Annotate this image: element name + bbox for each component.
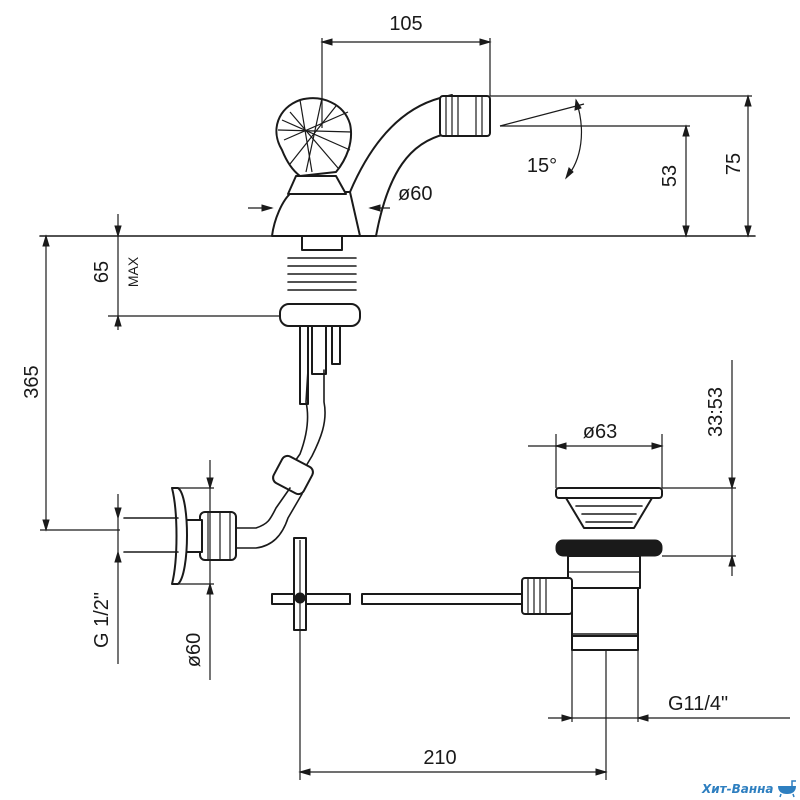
dim-deck-thickness: 65 bbox=[91, 261, 113, 283]
supply-hose bbox=[221, 369, 326, 549]
dim-waste-diameter: ø63 bbox=[583, 421, 617, 443]
dim-waste-thread: G11/4" bbox=[668, 693, 728, 715]
handle-knob bbox=[275, 97, 353, 195]
mixer-body bbox=[271, 94, 491, 237]
dim-deck-max: MAX bbox=[125, 256, 141, 287]
dim-spout-height: 53 bbox=[659, 165, 681, 187]
dim-supply-escutcheon: ø60 bbox=[183, 633, 205, 667]
dim-total-height: 75 bbox=[723, 153, 745, 175]
dimension-lines bbox=[40, 38, 790, 780]
dim-supply-thread: G 1/2" bbox=[91, 592, 113, 648]
bathtub-icon bbox=[778, 780, 796, 798]
dim-waste-range: 33:53 bbox=[705, 387, 727, 437]
wall-connection bbox=[123, 487, 237, 585]
dim-rod-length: 210 bbox=[423, 747, 456, 769]
popup-rod bbox=[271, 537, 523, 631]
dim-spray-angle: 15° bbox=[527, 155, 557, 177]
popup-waste bbox=[521, 487, 663, 651]
dim-supply-length: 365 bbox=[21, 365, 43, 398]
watermark-text: Хит-Ванна bbox=[701, 782, 774, 796]
dim-base-diameter: ø60 bbox=[398, 183, 432, 205]
dim-spout-width: 105 bbox=[389, 13, 422, 35]
aerator-ridges bbox=[445, 96, 483, 136]
under-deck-fixing bbox=[279, 235, 361, 405]
